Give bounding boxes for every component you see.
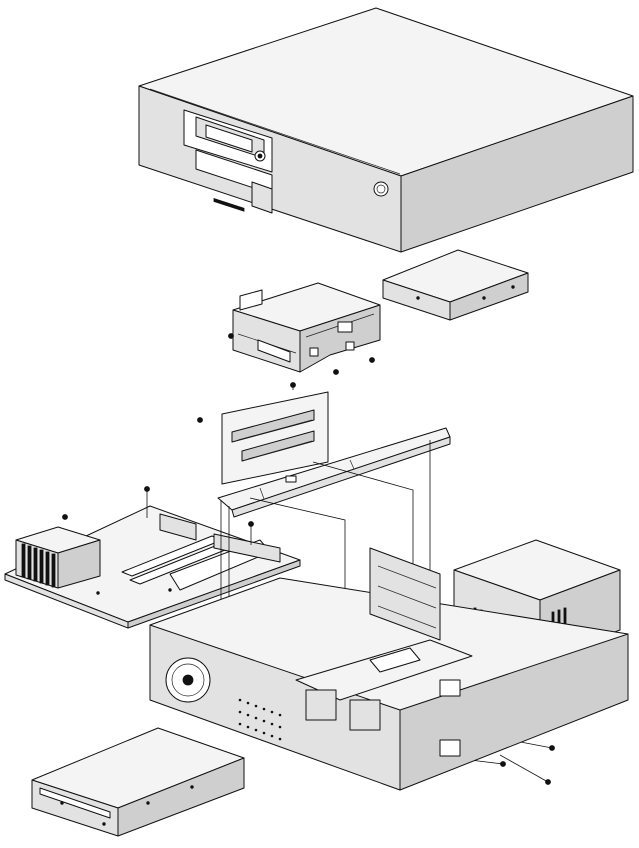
riser-card — [221, 391, 329, 485]
system-board — [4, 505, 301, 629]
chassis — [149, 547, 629, 791]
cpu-heatsink — [15, 526, 101, 589]
top-cover — [138, 7, 634, 253]
cd-rom-drive — [31, 727, 245, 837]
drive-bay-bracket — [232, 282, 381, 373]
expansion-slot-rail — [217, 427, 451, 518]
hard-disk-drive — [382, 249, 529, 321]
